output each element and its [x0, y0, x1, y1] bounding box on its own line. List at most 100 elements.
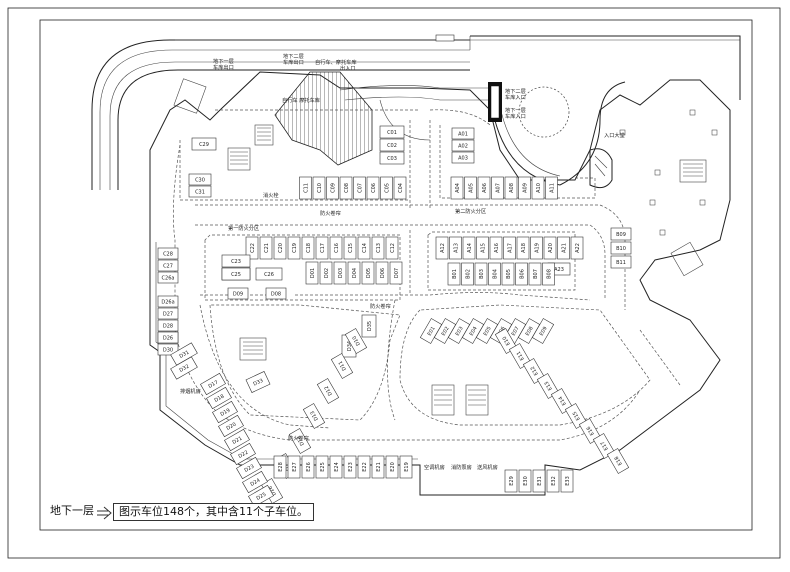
pump-room-label: 消防泵房	[451, 463, 472, 471]
parking-slot-a15: A15	[476, 236, 489, 260]
parking-slot-b04: B04	[488, 262, 501, 286]
parking-slot-c18: C18	[301, 236, 315, 260]
parking-slot-b09: B09	[610, 227, 632, 241]
b2-exit-label: 地下二层车库出口	[283, 52, 304, 66]
parking-slot-label: C29	[199, 142, 209, 148]
parking-slot-label: B11	[616, 260, 626, 266]
parking-slot-label: B09	[616, 232, 626, 238]
parking-slot-b03: B03	[474, 262, 488, 286]
parking-slot-d28: D28	[157, 319, 179, 332]
parking-slot-label: A05	[468, 183, 474, 193]
parking-slot-label: E24	[334, 462, 340, 472]
parking-slot-label: A10	[536, 183, 542, 193]
parking-slot-a02: A02	[451, 139, 475, 152]
parking-slot-label: C17	[320, 243, 326, 253]
parking-slot-d20: D20	[218, 414, 244, 438]
parking-slot-c30: C30	[188, 173, 212, 186]
parking-slot-label: C14	[362, 243, 368, 253]
parking-slot-label: D21	[231, 436, 243, 446]
fire-hydrant-label: 消火栓	[263, 191, 279, 199]
parking-slot-label: D34	[347, 341, 353, 351]
parking-slot-label: B08	[546, 269, 552, 279]
parking-slot-c27: C27	[157, 259, 179, 272]
parking-slot-label: C06	[371, 183, 377, 193]
parking-slot-d12: D12	[316, 378, 340, 404]
parking-slot-d23: D23	[236, 456, 262, 480]
parking-slot-label: D22	[237, 450, 249, 460]
inner-frame	[39, 19, 753, 531]
parking-slot-a21: A21	[557, 236, 570, 260]
parking-slot-c06: C06	[366, 176, 380, 200]
parking-slot-e21: E21	[371, 455, 385, 479]
parking-slot-a16: A16	[489, 236, 503, 260]
parking-slot-label: D20	[225, 422, 237, 432]
parking-slot-label: C26a	[162, 275, 175, 281]
parking-slot-label: C01	[387, 130, 397, 136]
parking-slot-c02: C02	[379, 138, 405, 152]
parking-slot-b02: B02	[461, 262, 474, 286]
parking-slot-b08: B08	[542, 262, 555, 286]
parking-slot-label: E08	[525, 326, 535, 337]
parking-slot-label: D07	[394, 268, 400, 278]
parking-slot-b10: B10	[610, 241, 632, 255]
parking-slot-label: D06	[380, 268, 386, 278]
parking-slot-d01: D01	[305, 261, 319, 285]
parking-slot-d11: D11	[330, 353, 354, 379]
parking-slot-e32: E32	[546, 469, 560, 493]
parking-slot-label: D03	[338, 268, 344, 278]
bike-garage-label: 自行车 摩托车库	[282, 96, 320, 104]
parking-slot-a06: A06	[477, 176, 491, 200]
parking-slot-d14: D14	[288, 428, 312, 454]
parking-slot-label: E05	[483, 326, 493, 337]
parking-slot-label: D25	[255, 492, 267, 502]
parking-slot-e31: E31	[532, 469, 546, 493]
parking-slot-label: B03	[479, 269, 485, 279]
parking-slot-c26: C26	[255, 267, 283, 281]
parking-slot-label: E10	[502, 335, 512, 346]
parking-slot-label: C26	[264, 272, 274, 278]
parking-slot-d25: D25	[248, 484, 274, 508]
parking-slot-label: D31	[178, 350, 190, 360]
parking-slot-d35: D35	[361, 314, 377, 338]
parking-slot-label: B05	[506, 269, 512, 279]
parking-slot-c23: C23	[221, 254, 251, 268]
parking-slot-c13: C13	[371, 236, 385, 260]
parking-slot-d17: D17	[200, 372, 226, 396]
parking-slot-label: D04	[352, 268, 358, 278]
fire-shutter-label-3: 防火卷帘	[370, 302, 391, 310]
parking-slot-label: C13	[376, 243, 382, 253]
parking-slot-c04: C04	[393, 176, 407, 200]
caption-box: 图示车位148个，其中含11个子车位。	[113, 503, 314, 521]
parking-slot-a12: A12	[435, 236, 449, 260]
parking-slot-label: A03	[458, 155, 468, 161]
fan-room-label: 送风机房	[477, 463, 498, 471]
parking-slot-a17: A17	[503, 236, 516, 260]
parking-slot-label: E09	[539, 326, 549, 337]
parking-slot-label: D10	[352, 335, 362, 347]
bike-garage-area	[274, 71, 373, 166]
parking-slot-label: B10	[616, 246, 626, 252]
parking-slot-a08: A08	[504, 176, 518, 200]
parking-slot-a20: A20	[543, 236, 557, 260]
parking-slot-label: C31	[195, 189, 205, 195]
parking-slot-label: C25	[231, 272, 241, 278]
parking-slot-a10: A10	[531, 176, 545, 200]
parking-slot-label: D14	[296, 435, 306, 447]
parking-slot-a07: A07	[491, 176, 504, 200]
parking-slot-label: E28	[278, 462, 284, 472]
parking-slot-label: D35	[367, 321, 373, 331]
lobby-label: 入口大堂	[604, 131, 625, 139]
parking-slot-label: E16	[586, 425, 596, 436]
parking-slot-c08: C08	[339, 176, 353, 200]
parking-slot-label: E33	[565, 476, 571, 486]
parking-slot-label: C30	[195, 177, 205, 183]
parking-slot-label: A08	[509, 183, 515, 193]
parking-slot-label: A21	[561, 243, 567, 253]
parking-slot-label: C23	[231, 259, 241, 265]
parking-slot-label: A11	[549, 183, 555, 193]
parking-slot-c05: C05	[380, 176, 393, 200]
parking-slot-d32: D32	[170, 356, 198, 380]
parking-slot-label: D19	[219, 408, 231, 418]
parking-slot-label: B06	[519, 269, 525, 279]
